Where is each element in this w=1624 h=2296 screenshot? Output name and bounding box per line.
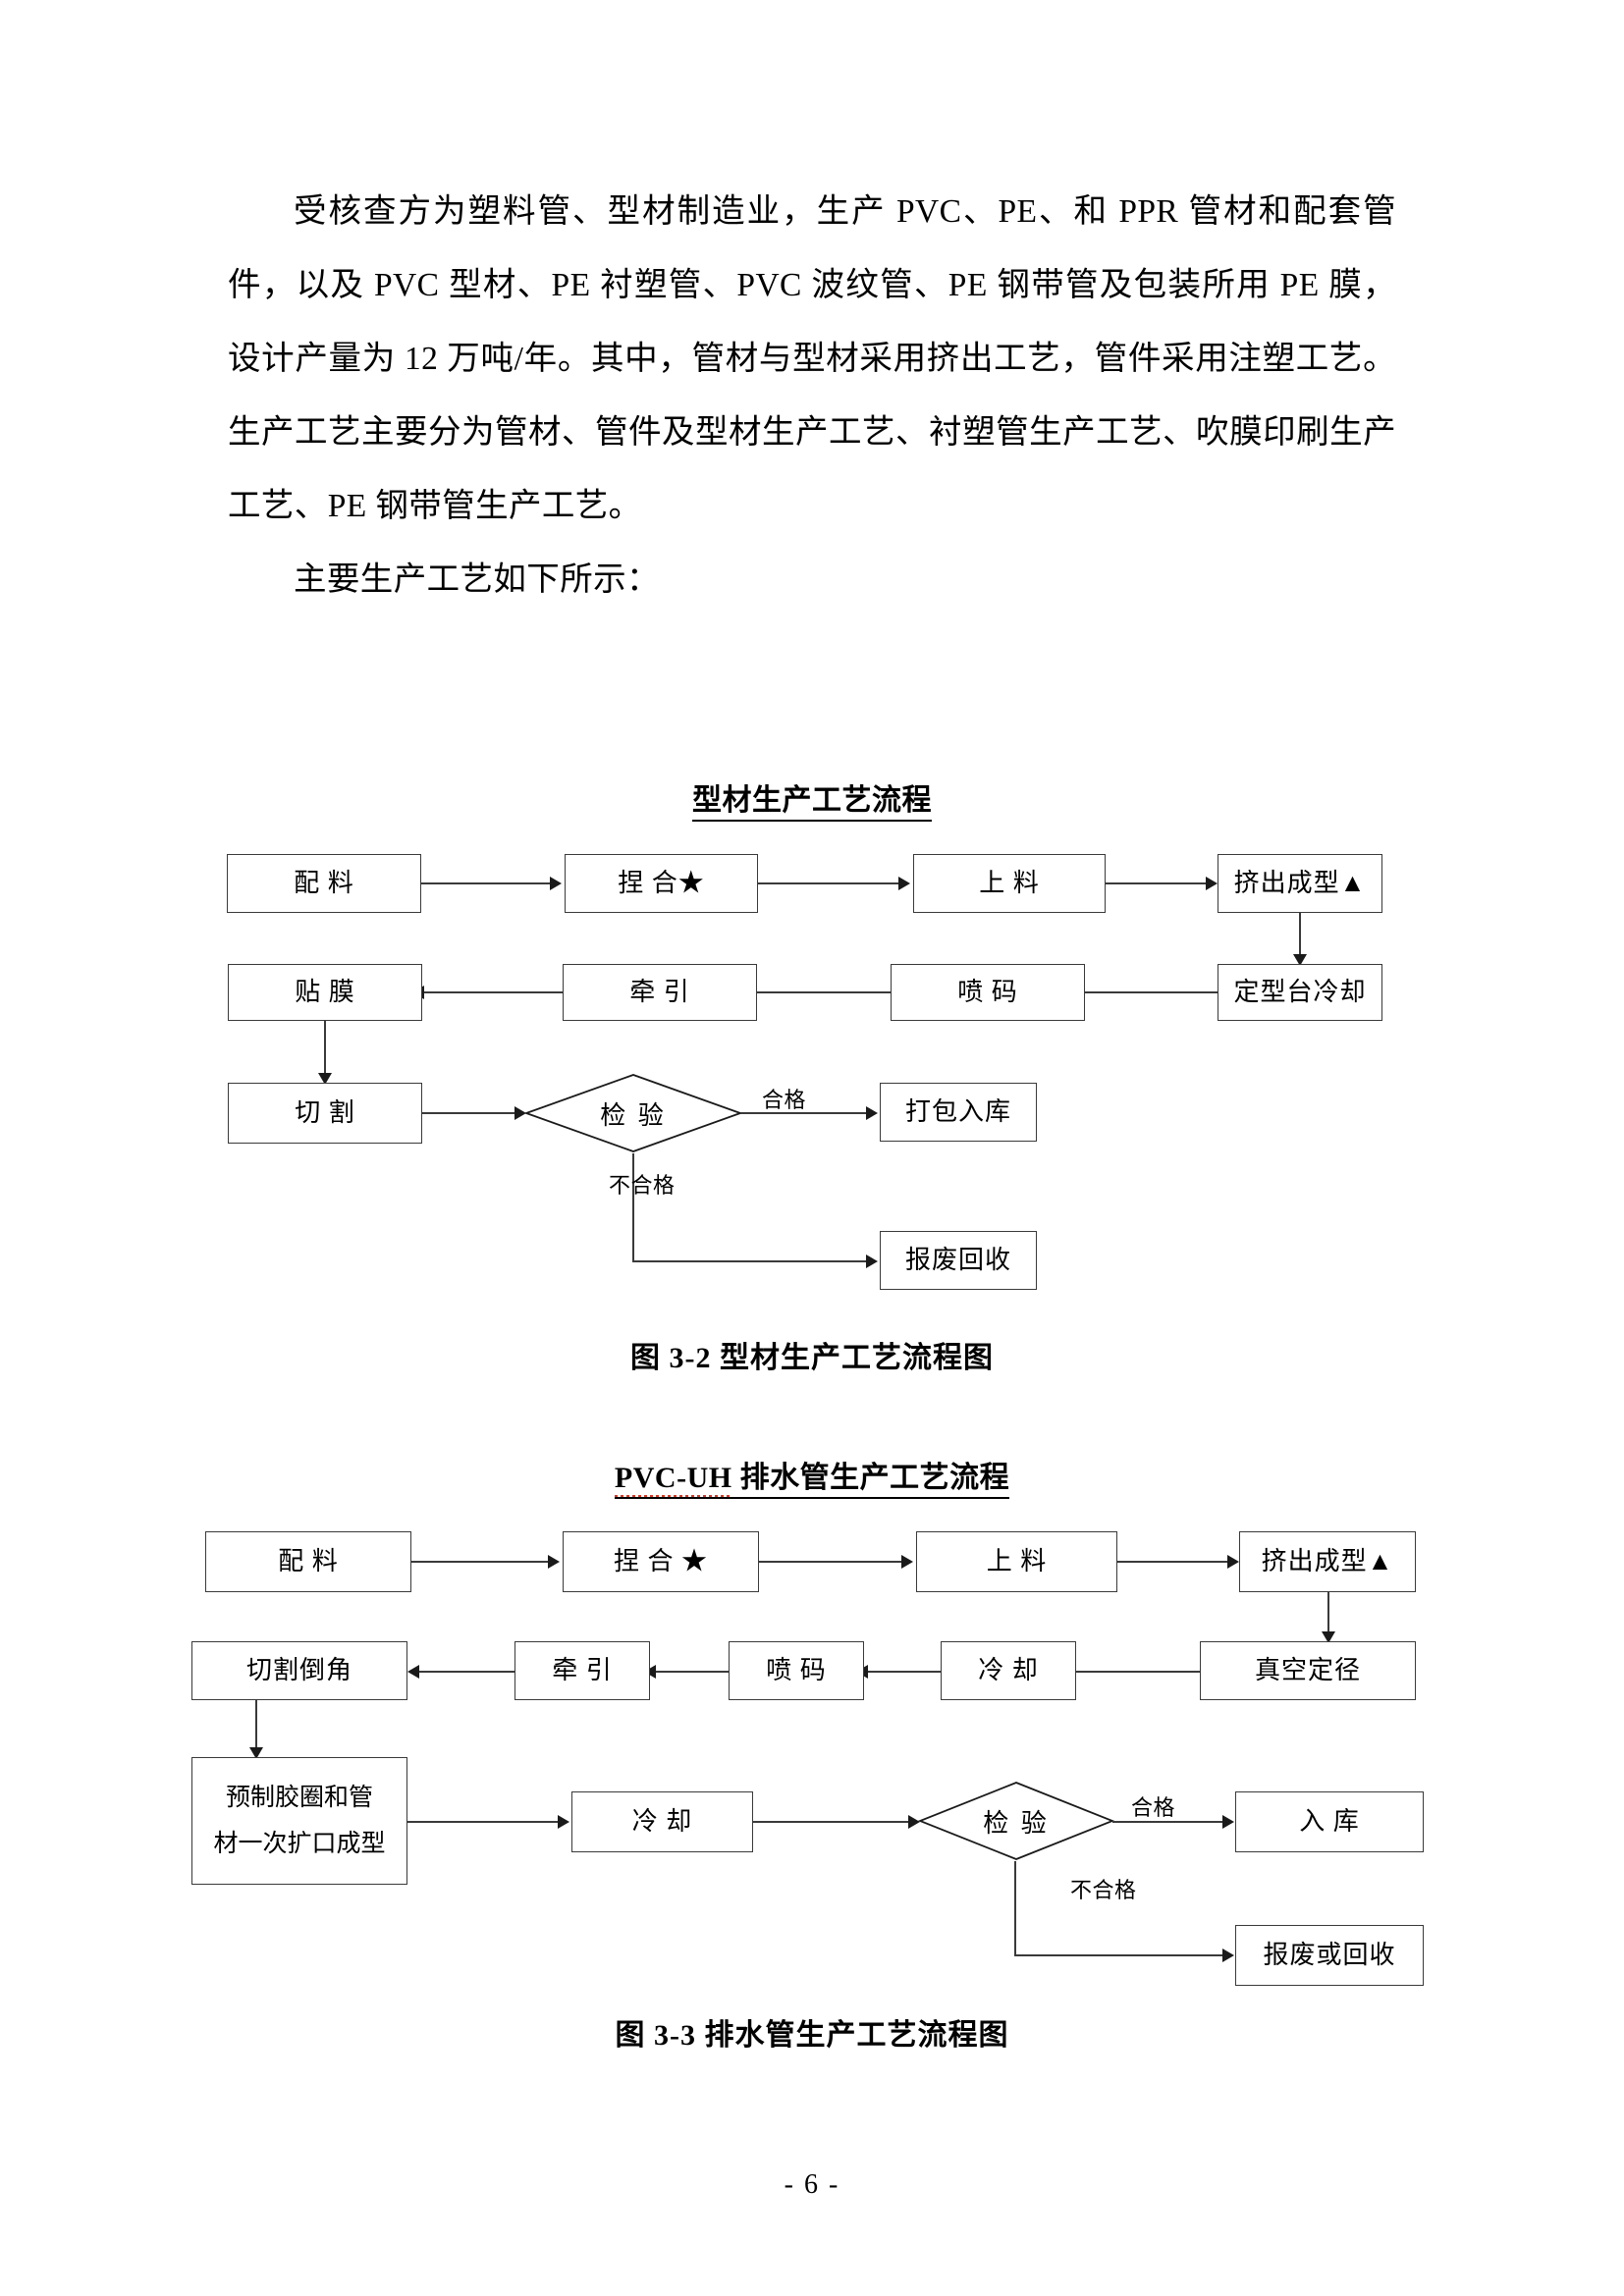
figure-2-title-code: PVC-UH [614, 1462, 732, 1499]
figure-1-arrow-fail [866, 1255, 878, 1268]
figure-2-edge-1 [411, 1561, 550, 1563]
figure-1-node-qianyin: 牵 引 [563, 964, 757, 1021]
figure-1-caption: 图 3-2 型材生产工艺流程图 [630, 1342, 994, 1374]
figure-2-node-zhenkongdingjing: 真空定径 [1200, 1641, 1416, 1700]
figure-2-node-lengque-2: 冷 却 [571, 1791, 753, 1852]
figure-1-node-tiemo: 贴 膜 [228, 964, 422, 1021]
figure-2-flowchart: PVC-UH 排水管生产工艺流程 配 料 捏 合 ★ 上 料 挤出成型▲ 真空定… [0, 1453, 1624, 1986]
figure-1-arrow-pass [866, 1106, 878, 1120]
figure-2-edge-5 [1076, 1671, 1200, 1673]
figure-2-decision-jianyan: 检 验 [918, 1781, 1114, 1861]
figure-2-arrow-2 [901, 1555, 913, 1569]
figure-1-edge-7 [424, 991, 563, 993]
figure-1-arrow-4 [1293, 954, 1307, 966]
figure-1-title: 型材生产工艺流程 [0, 775, 1624, 822]
figure-2-edge-3 [1117, 1561, 1229, 1563]
figure-1-arrow-1 [550, 877, 562, 890]
paragraph-process-overview: 受核查方为塑料管、型材制造业，生产 PVC、PE、和 PPR 管材和配套管件，以… [228, 193, 1396, 524]
figure-1-node-dingxingtailengque: 定型台冷却 [1218, 964, 1382, 1021]
figure-1-node-qiege: 切 割 [228, 1083, 422, 1144]
figure-2-arrow-4 [1322, 1631, 1335, 1643]
figure-1-arrow-8 [318, 1073, 332, 1085]
figure-2-edge-11 [753, 1821, 910, 1823]
figure-1-edge-fail-v [632, 1153, 634, 1261]
figure-2-arrow-8 [407, 1665, 419, 1679]
figure-1-edge-4 [1299, 913, 1301, 956]
figure-1-edge-6 [756, 991, 891, 993]
figure-2-arrow-9 [249, 1747, 263, 1759]
figure-1-edge-label-fail: 不合格 [609, 1173, 676, 1198]
figure-2-edge-fail-h [1014, 1954, 1224, 1956]
figure-2-node-baofeihuohuishou: 报废或回收 [1235, 1925, 1424, 1986]
figure-2-node-qianyin: 牵 引 [514, 1641, 650, 1700]
figure-2-arrow-11 [908, 1815, 920, 1829]
figure-1-edge-pass [740, 1112, 868, 1114]
figure-1-node-dabaoruku: 打包入库 [880, 1083, 1037, 1142]
figure-2-node-lengque-1: 冷 却 [941, 1641, 1076, 1700]
figure-2-title-text: 排水管生产工艺流程 [731, 1462, 1010, 1499]
figure-2-node-peiliao: 配 料 [205, 1531, 411, 1592]
figure-1-flowchart: 型材生产工艺流程 配 料 捏 合★ 上 料 挤出成型▲ 定型台冷却 喷 码 牵 … [0, 775, 1624, 1306]
figure-1-node-jichuchengxing: 挤出成型▲ [1218, 854, 1382, 913]
page-number: - 6 - [784, 2169, 840, 2200]
figure-2-edge-label-fail: 不合格 [1070, 1878, 1137, 1902]
figure-1-arrow-2 [898, 877, 910, 890]
figure-2-edge-pass [1112, 1821, 1224, 1823]
figure-2-edge-6 [868, 1671, 941, 1673]
figure-1-edge-3 [1106, 882, 1208, 884]
figure-2-edge-fail-v [1014, 1861, 1016, 1955]
figure-2-node-ruku: 入 库 [1235, 1791, 1424, 1852]
figure-2-node-niehe: 捏 合 ★ [563, 1531, 759, 1592]
figure-2-edge-8 [419, 1671, 514, 1673]
paragraph-process-intro: 主要生产工艺如下所示： [294, 561, 660, 598]
figure-2-node-qiegedaojiao: 切割倒角 [191, 1641, 407, 1700]
figure-1-edge-1 [421, 882, 552, 884]
figure-2-arrow-pass [1222, 1815, 1234, 1829]
figure-2-node-penma: 喷 码 [729, 1641, 864, 1700]
figure-1-node-penma: 喷 码 [891, 964, 1085, 1021]
figure-2-caption: 图 3-3 排水管生产工艺流程图 [615, 2019, 1009, 2052]
figure-1-node-baofeihuishou: 报废回收 [880, 1231, 1037, 1290]
figure-2-decision-label: 检 验 [983, 1808, 1050, 1838]
figure-1-decision-jianyan: 检 验 [524, 1073, 742, 1153]
figure-1-edge-label-pass: 合格 [762, 1088, 807, 1112]
figure-1-edge-8 [324, 1021, 326, 1075]
figure-2-edge-10 [407, 1821, 560, 1823]
figure-2-title: PVC-UH 排水管生产工艺流程 [0, 1453, 1624, 1499]
figure-2-arrow-10 [558, 1815, 569, 1829]
figure-1-decision-label: 检 验 [600, 1100, 667, 1130]
body-text-block: 受核查方为塑料管、型材制造业，生产 PVC、PE、和 PPR 管材和配套管件，以… [228, 175, 1396, 616]
figure-2-node-yuzhijiaoquan-line1: 预制胶圈和管 [225, 1784, 373, 1811]
figure-2-arrow-3 [1227, 1555, 1239, 1569]
figure-1-node-peiliao: 配 料 [227, 854, 421, 913]
figure-2-edge-2 [759, 1561, 903, 1563]
figure-1-node-shangliao: 上 料 [913, 854, 1106, 913]
figure-2-edge-9 [255, 1700, 257, 1749]
figure-2-node-yuzhijiaoquan-line2: 材一次扩口成型 [213, 1831, 386, 1857]
figure-2-edge-4 [1327, 1592, 1329, 1633]
figure-2-node-yuzhijiaoquan: 预制胶圈和管 材一次扩口成型 [191, 1757, 407, 1885]
figure-2-edge-7 [656, 1671, 729, 1673]
figure-2-node-shangliao: 上 料 [916, 1531, 1117, 1592]
figure-1-title-text: 型材生产工艺流程 [692, 784, 932, 822]
figure-1-edge-2 [758, 882, 900, 884]
figure-1-arrow-3 [1206, 877, 1218, 890]
figure-2-arrow-fail [1222, 1949, 1234, 1962]
figure-1-arrow-9 [514, 1106, 526, 1120]
figure-2-edge-label-pass: 合格 [1131, 1795, 1176, 1820]
figure-1-edge-fail-h [632, 1260, 868, 1262]
figure-1-edge-5 [1084, 991, 1218, 993]
figure-1-edge-9 [422, 1112, 516, 1114]
figure-1-node-niehe: 捏 合★ [565, 854, 758, 913]
figure-2-node-jichuchengxing: 挤出成型▲ [1239, 1531, 1416, 1592]
figure-2-arrow-1 [548, 1555, 560, 1569]
